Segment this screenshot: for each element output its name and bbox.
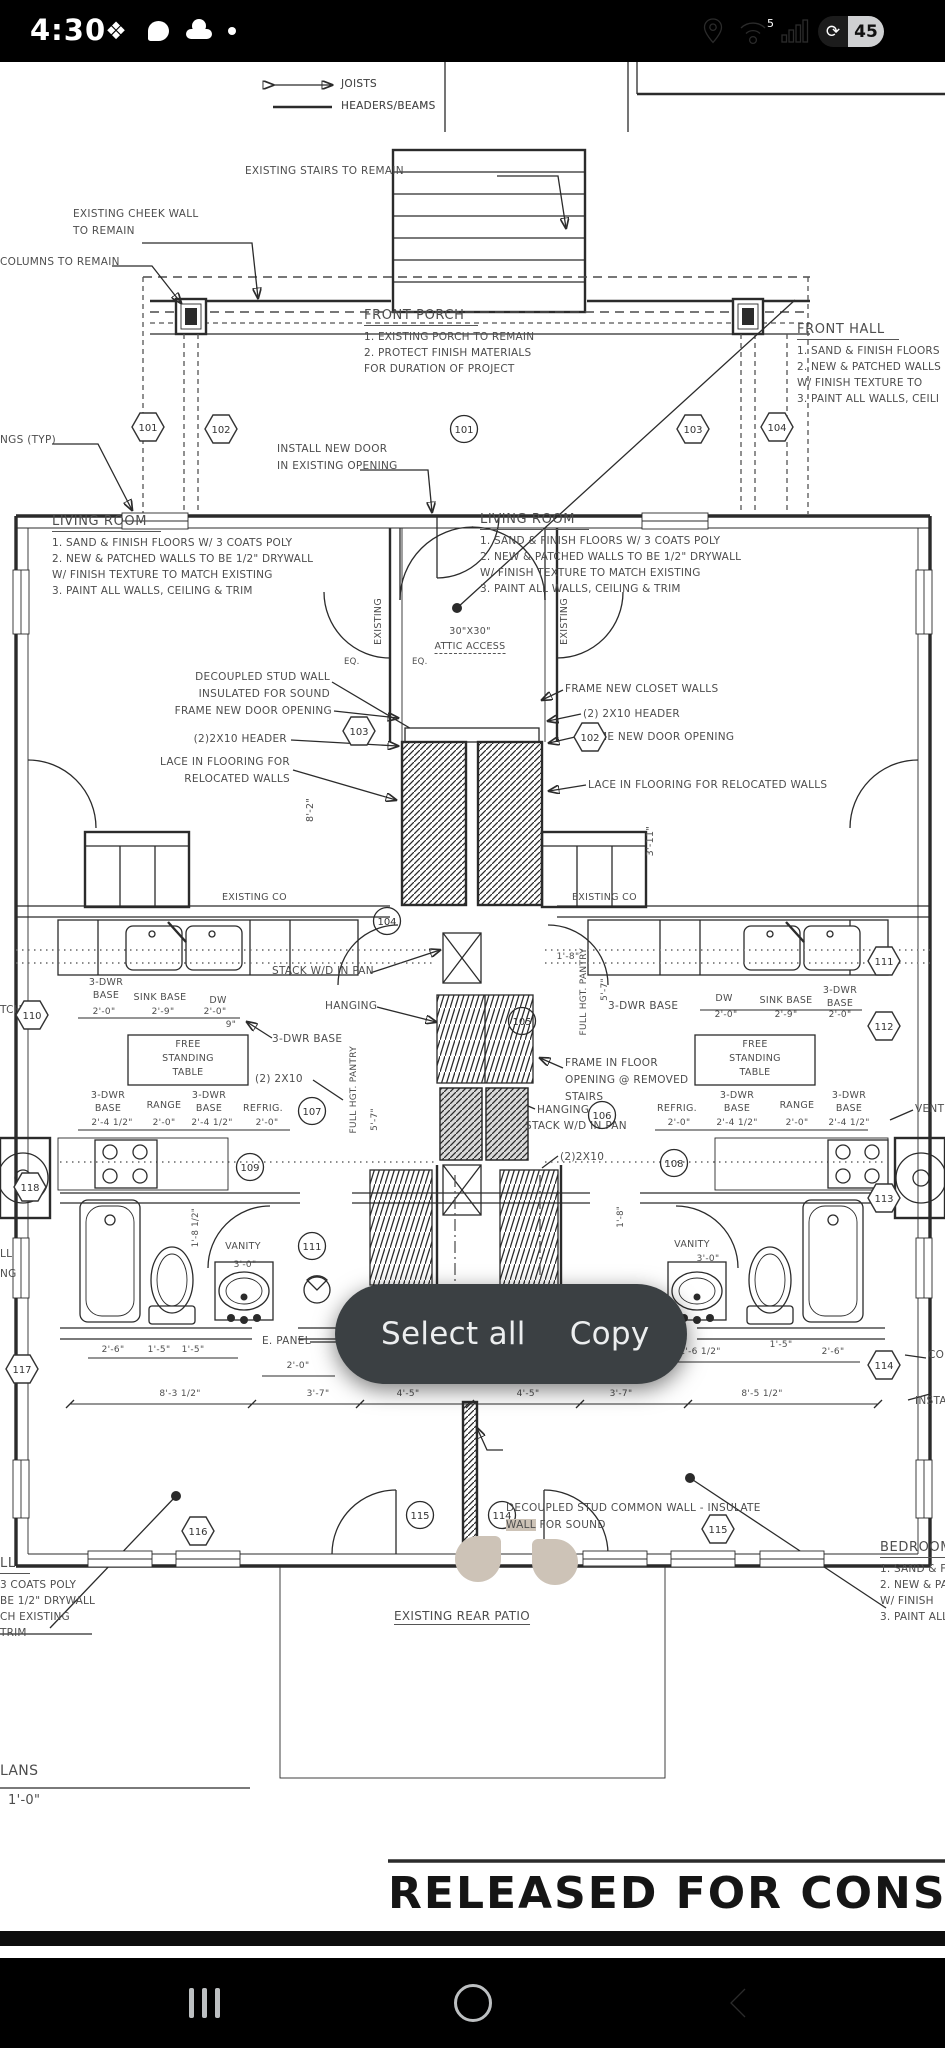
dresser-right bbox=[540, 830, 648, 909]
select-all-button[interactable]: Select all bbox=[381, 1316, 526, 1352]
released-stamp: RELEASED FOR CONSTR bbox=[388, 1868, 945, 1919]
decoupled-wall-note-line1: DECOUPLED STUD COMMON WALL - INSULATE bbox=[506, 1502, 761, 1514]
range-left bbox=[94, 1139, 158, 1189]
recents-icon bbox=[188, 1988, 220, 2018]
clock: 4:30 bbox=[30, 13, 107, 47]
battery-saver-icon: ⟳ bbox=[818, 16, 848, 47]
porch-column-right bbox=[731, 297, 765, 336]
legend-joists-label: JOISTS bbox=[341, 78, 378, 90]
cellular-signal-icon bbox=[779, 0, 813, 62]
svg-text:5: 5 bbox=[767, 17, 774, 30]
washer-dryer-lower bbox=[442, 1164, 482, 1216]
sheet-border-bar bbox=[0, 1931, 945, 1946]
hvac-left bbox=[0, 1136, 52, 1220]
recents-button[interactable] bbox=[178, 1958, 230, 2048]
toilet-right bbox=[746, 1246, 794, 1325]
windows bbox=[12, 512, 933, 1568]
bathtub-left bbox=[79, 1199, 141, 1323]
home-button[interactable] bbox=[447, 1958, 499, 2048]
toilet-left bbox=[148, 1246, 196, 1325]
home-icon bbox=[454, 1984, 492, 2022]
selection-rest: FOR SOUND bbox=[535, 1519, 606, 1531]
dropbox-icon: ❖ bbox=[105, 17, 127, 45]
hvac-right bbox=[893, 1136, 945, 1220]
range-right bbox=[827, 1139, 889, 1189]
battery-indicator: ⟳ 45 bbox=[818, 16, 884, 47]
notification-dot-icon bbox=[224, 0, 240, 62]
chat-notification-icon bbox=[143, 0, 173, 62]
selection-handle-left[interactable] bbox=[455, 1536, 501, 1582]
navigation-bar bbox=[0, 1958, 945, 2048]
bathtub-right bbox=[802, 1199, 864, 1323]
wifi-icon: 5 bbox=[736, 0, 776, 62]
selection-handle-right[interactable] bbox=[532, 1539, 578, 1585]
status-bar: 4:30 ❖ 5 ⟳ 45 bbox=[0, 0, 945, 62]
back-chevron-icon bbox=[730, 1988, 746, 2018]
weather-cloud-icon bbox=[182, 0, 216, 62]
back-button[interactable] bbox=[712, 1958, 764, 2048]
selected-text[interactable]: WALL bbox=[506, 1519, 536, 1531]
vanity-left bbox=[214, 1261, 274, 1324]
washer-dryer-upper bbox=[442, 932, 482, 984]
location-icon bbox=[700, 0, 726, 62]
battery-percent: 45 bbox=[848, 16, 884, 47]
decoupled-wall-note-line2: WALL FOR SOUND bbox=[506, 1519, 606, 1531]
porch-column-left bbox=[174, 297, 208, 336]
smoke-detector bbox=[303, 1275, 331, 1304]
copy-button[interactable]: Copy bbox=[569, 1316, 650, 1352]
dresser-left bbox=[83, 830, 191, 909]
legend-headers-label: HEADERS/BEAMS bbox=[341, 100, 436, 112]
text-selection-popup: Select all Copy bbox=[335, 1284, 687, 1384]
